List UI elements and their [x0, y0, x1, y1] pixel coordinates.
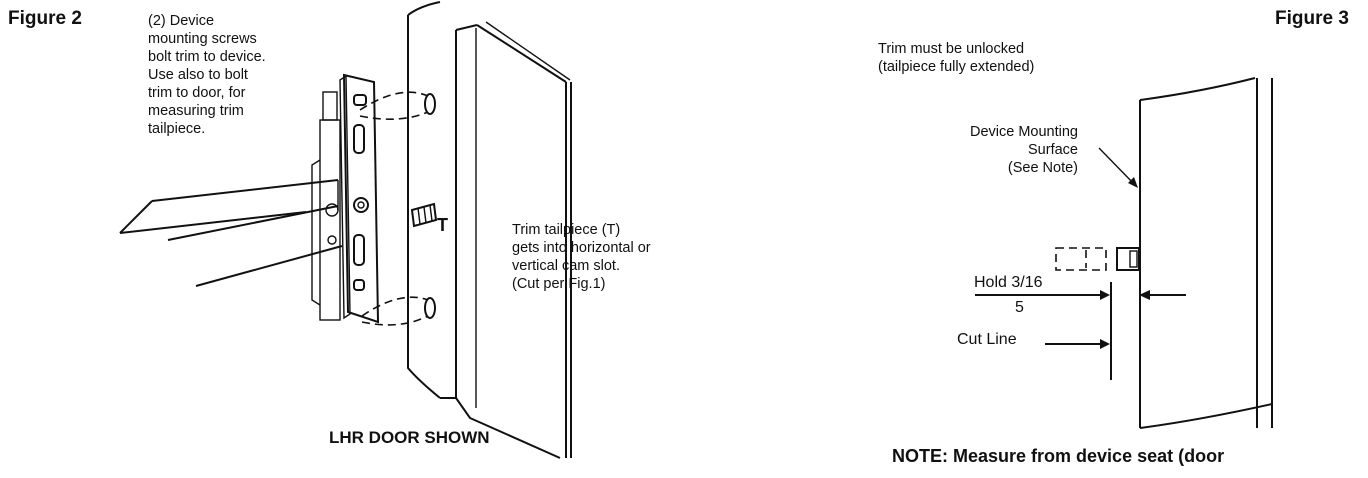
surface-line: Device Mounting	[970, 124, 1078, 140]
surface-line: (See Note)	[1007, 160, 1078, 176]
callout-line: mounting screws	[148, 31, 257, 47]
callout-line: measuring trim	[148, 103, 244, 119]
cut-line-label: Cut Line	[957, 331, 1017, 348]
door-mounting-holes	[424, 93, 436, 319]
hold-dimension-sub: 5	[1015, 299, 1024, 316]
trim-line: Trim must be unlocked	[878, 41, 1025, 57]
callout-line: tailpiece.	[148, 121, 206, 137]
figure-2-title: Figure 2	[8, 8, 82, 29]
measurement-note: NOTE: Measure from device seat (door	[892, 446, 1225, 466]
door-edge	[407, 1, 572, 459]
callout-line: Use also to bolt	[148, 67, 248, 83]
callout-line: (2) Device	[148, 13, 215, 29]
screw-alignment-paths	[359, 91, 429, 326]
tailpiece-section	[1055, 247, 1140, 271]
callout-line: trim to door, for	[148, 85, 246, 101]
tailpiece-line: (Cut per Fig.1)	[512, 276, 606, 292]
cut-line-pointer	[1045, 339, 1110, 349]
hold-dimension	[975, 282, 1186, 380]
door-section	[1139, 77, 1273, 429]
surface-pointer	[1098, 147, 1138, 188]
trim-line: (tailpiece fully extended)	[878, 59, 1035, 75]
figure-3-title: Figure 3	[1275, 8, 1349, 29]
hold-dimension-label: Hold 3/16	[974, 274, 1043, 291]
tailpiece-t-label: T	[437, 215, 448, 235]
mounting-surface-label: Device Mounting Surface (See Note)	[918, 123, 1078, 177]
trim-unlocked-note: Trim must be unlocked (tailpiece fully e…	[878, 40, 1138, 76]
surface-line: Surface	[1028, 142, 1078, 158]
trim-housing	[311, 73, 380, 324]
tailpiece-line: gets into horizontal or	[512, 240, 651, 256]
lever-arm	[119, 179, 343, 287]
callout-line: bolt trim to device.	[148, 49, 266, 65]
mounting-screws-callout: (2) Device mounting screws bolt trim to …	[148, 12, 328, 138]
trim-tailpiece	[410, 202, 438, 228]
lhr-door-caption: LHR DOOR SHOWN	[329, 428, 490, 447]
